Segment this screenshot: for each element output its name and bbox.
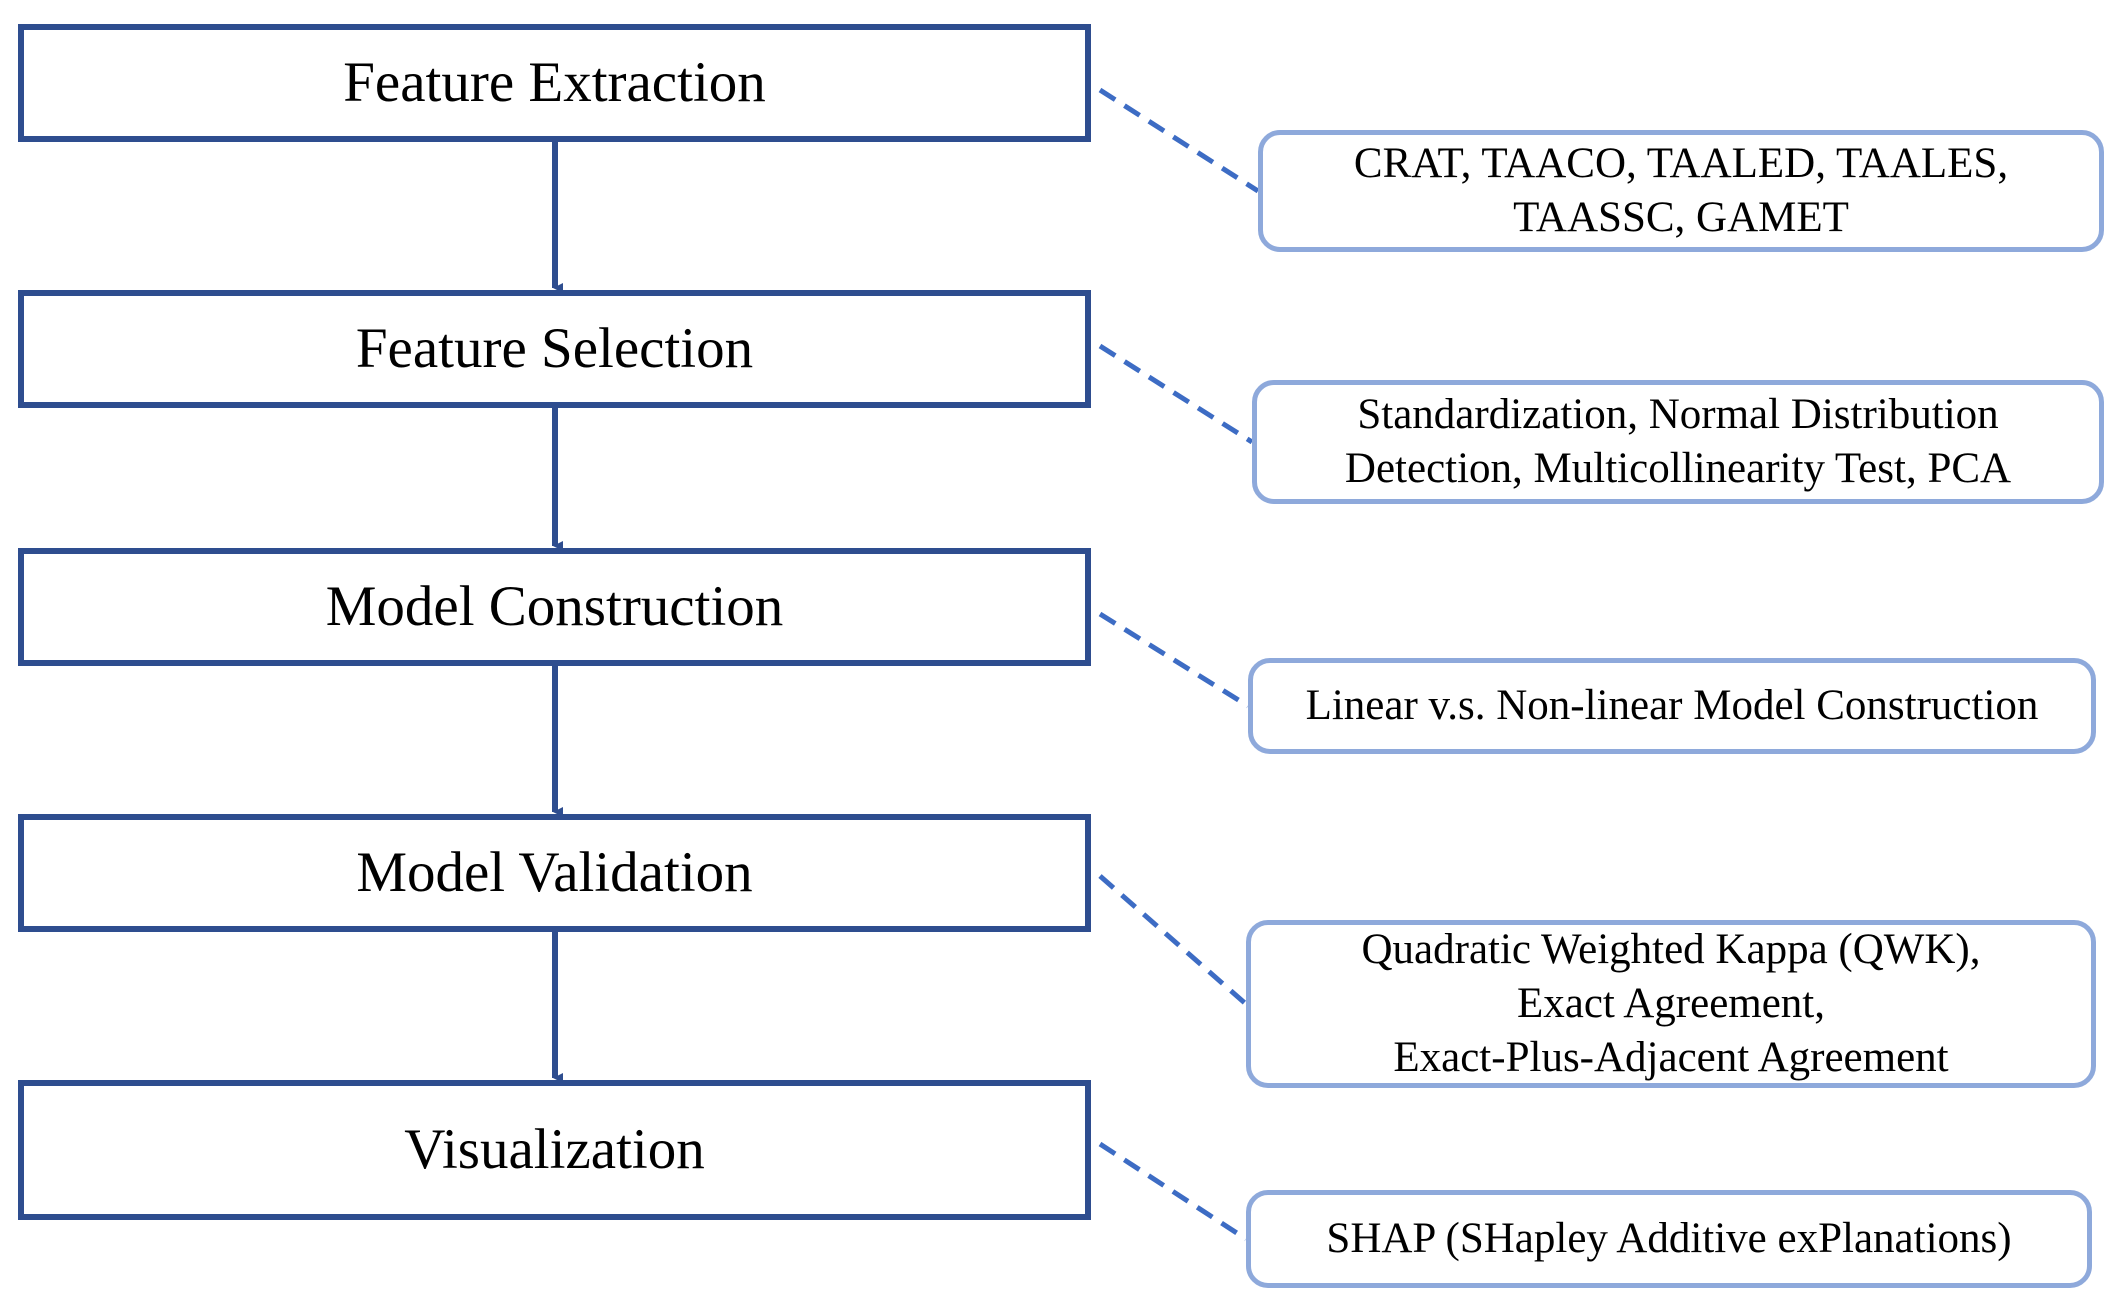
step-visualization: Visualization (18, 1080, 1091, 1220)
dashed-connector (1098, 343, 1254, 445)
dashed-connector (1098, 874, 1248, 1006)
step-feature-selection: Feature Selection (18, 290, 1091, 408)
note-line: TAASSC, GAMET (1513, 194, 1849, 241)
step-feature-extraction: Feature Extraction (18, 24, 1091, 142)
step-model-construction: Model Construction (18, 548, 1091, 666)
note-line: Standardization, Normal Distribution (1357, 391, 1999, 438)
note-model-validation-metrics: Quadratic Weighted Kappa (QWK), Exact Agr… (1246, 920, 2096, 1088)
note-line: Linear v.s. Non-linear Model Constructio… (1305, 682, 2039, 729)
note-visualization-method: SHAP (SHapley Additive exPlanations) (1246, 1190, 2092, 1288)
dashed-connector (1098, 87, 1260, 194)
note-line: Detection, Multicollinearity Test, PCA (1344, 445, 2012, 492)
note-line: CRAT, TAACO, TAALED, TAALES, (1353, 140, 2009, 187)
dashed-connector (1098, 1141, 1248, 1242)
note-line: Quadratic Weighted Kappa (QWK), (1361, 926, 1981, 973)
note-model-construction-methods: Linear v.s. Non-linear Model Constructio… (1248, 658, 2096, 754)
note-line: Exact-Plus-Adjacent Agreement (1393, 1034, 1949, 1081)
note-line: SHAP (SHapley Additive exPlanations) (1326, 1215, 2012, 1262)
note-feature-extraction-tools: CRAT, TAACO, TAALED, TAALES, TAASSC, GAME… (1258, 130, 2104, 252)
step-model-validation: Model Validation (18, 814, 1091, 932)
note-line: Exact Agreement, (1516, 980, 1826, 1027)
dashed-connector (1098, 611, 1250, 709)
